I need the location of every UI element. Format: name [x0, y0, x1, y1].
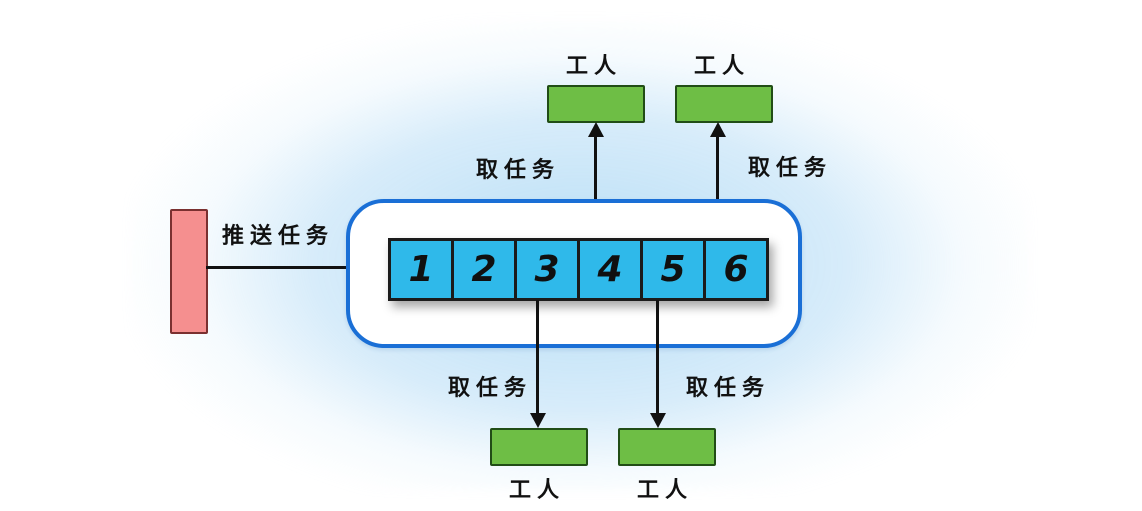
queue-cell: 1: [388, 238, 454, 301]
queue-cell-number: 5: [660, 249, 686, 290]
queue-cell: 2: [451, 238, 517, 301]
worker-label-bottom-2: 工人: [636, 478, 693, 503]
queue-cell: 6: [703, 238, 769, 301]
queue-cell: 3: [514, 238, 580, 301]
worker-box-top-2: [675, 85, 773, 123]
producer-rect: [170, 209, 208, 334]
push-arrow: [206, 266, 376, 269]
push-arrow-label: 推送任务: [222, 224, 335, 249]
pull-arrow-bottom-2: [656, 300, 659, 415]
pull-arrow-label-bottom-2: 取任务: [686, 376, 771, 401]
queue-cell-number: 4: [597, 249, 623, 290]
worker-label-top-2: 工人: [693, 54, 750, 79]
pull-arrow-label-bottom-1: 取任务: [448, 376, 533, 401]
queue-cell-number: 3: [534, 249, 560, 290]
arrow-down-icon: [530, 413, 546, 428]
arrow-down-icon: [650, 413, 666, 428]
worker-label-top-1: 工人: [565, 54, 622, 79]
pull-arrow-label-top-2: 取任务: [748, 156, 833, 181]
queue-cell-number: 1: [408, 249, 434, 290]
queue-cell: 4: [577, 238, 643, 301]
queue-cells-row: 1 2 3 4 5 6: [388, 238, 769, 301]
arrow-up-icon: [710, 122, 726, 137]
worker-box-bottom-1: [490, 428, 588, 466]
arrow-up-icon: [588, 122, 604, 137]
pull-arrow-top-1: [594, 134, 597, 238]
queue-cell-number: 6: [723, 249, 749, 290]
worker-box-top-1: [547, 85, 645, 123]
worker-label-bottom-1: 工人: [508, 478, 565, 503]
pull-arrow-top-2: [716, 134, 719, 238]
pull-arrow-bottom-1: [536, 300, 539, 415]
worker-box-bottom-2: [618, 428, 716, 466]
queue-cell: 5: [640, 238, 706, 301]
queue-cell-number: 2: [471, 249, 497, 290]
pull-arrow-label-top-1: 取任务: [476, 158, 561, 183]
